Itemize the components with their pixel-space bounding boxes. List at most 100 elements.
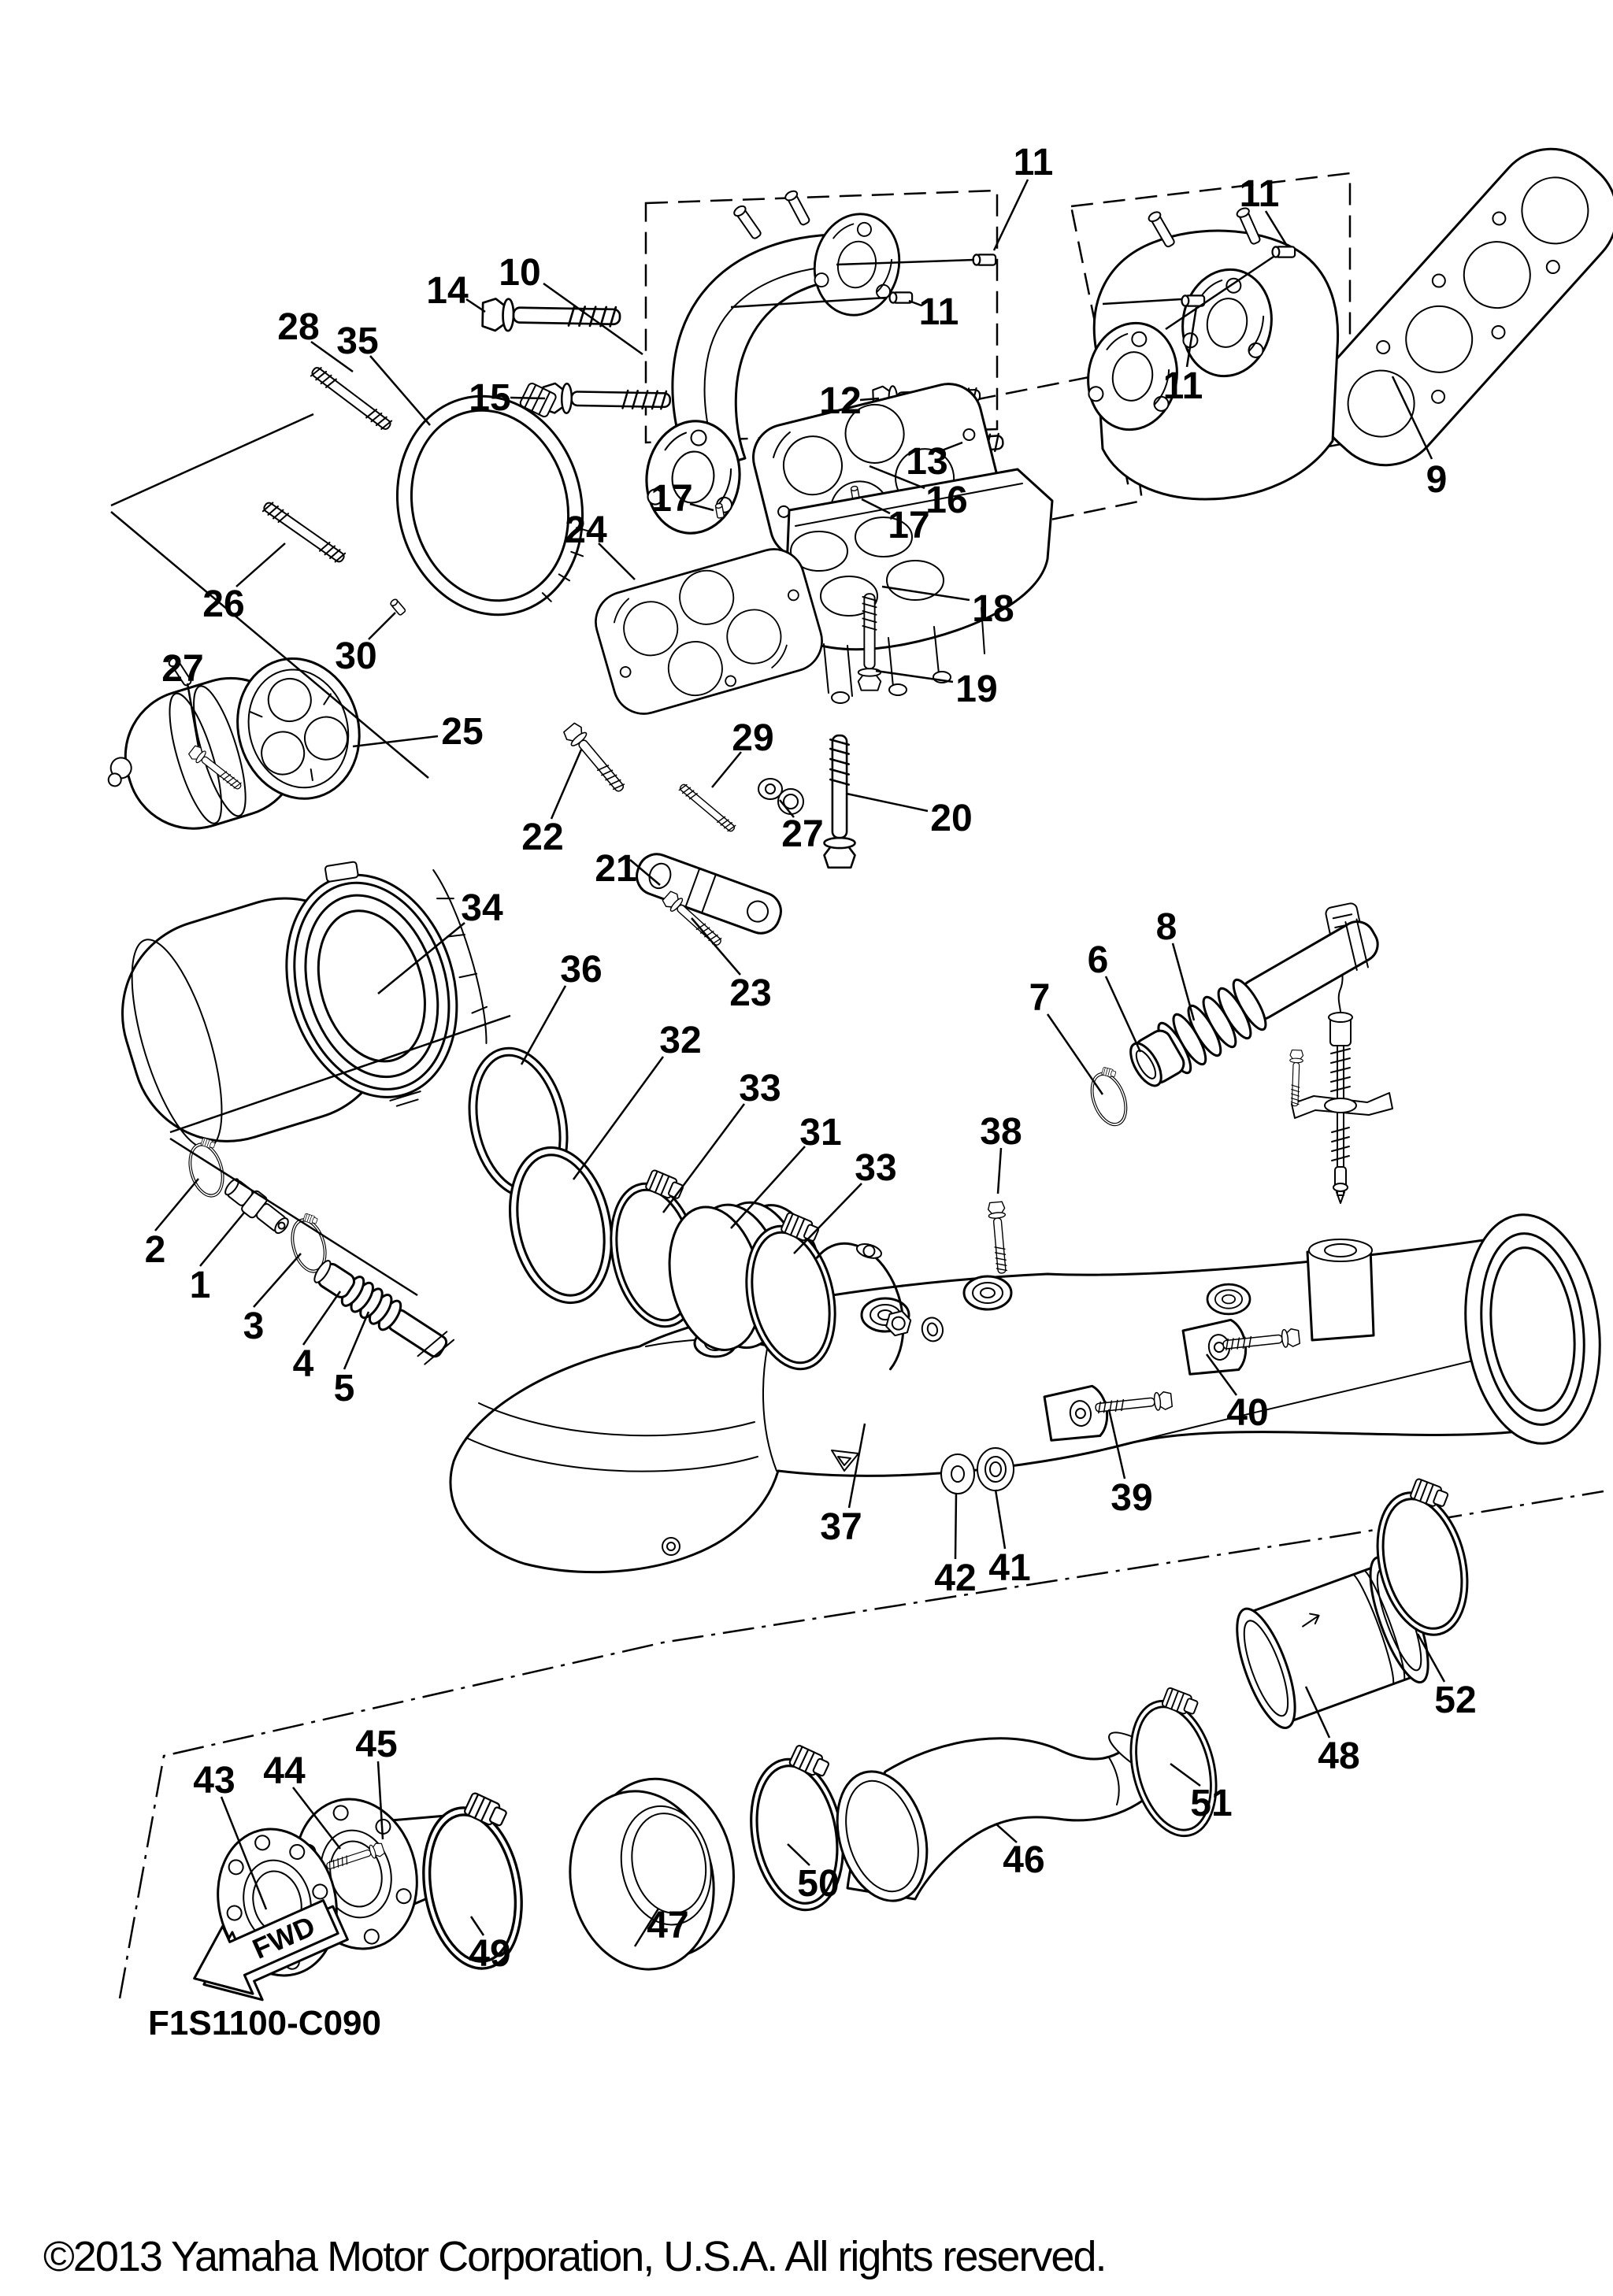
leader-line-41 [994, 1489, 1007, 1550]
leader-line-48 [1304, 1686, 1331, 1739]
leader-line-26 [235, 543, 286, 587]
leader-line-38 [996, 1147, 1003, 1194]
leader-line-10 [543, 282, 643, 356]
part-callout-9: 9 [1426, 459, 1448, 501]
part-exhaust-manifold-10 [638, 190, 910, 541]
leader-line-21 [629, 859, 661, 886]
part-callout-42: 42 [934, 1557, 976, 1599]
leader-line-17 [689, 502, 714, 512]
leader-line-45 [376, 1761, 384, 1840]
leader-line-31 [730, 1146, 806, 1229]
part-callout-40: 40 [1226, 1392, 1268, 1434]
part-bolt-38 [987, 1201, 1011, 1275]
part-callout-5: 5 [334, 1368, 355, 1409]
part-callout-30: 30 [335, 635, 376, 677]
part-seal-47 [569, 1777, 735, 1971]
leader-line-52 [1416, 1633, 1446, 1683]
pointer-line-6 [110, 413, 314, 507]
part-callout-17: 17 [651, 478, 692, 520]
leader-line-27 [779, 799, 795, 818]
leader-line-22 [550, 749, 583, 820]
part-callout-47: 47 [647, 1905, 688, 1946]
leader-line-3 [253, 1253, 302, 1308]
part-callout-49: 49 [469, 1933, 510, 1975]
part-manifold-body-18 [783, 468, 1054, 704]
part-callout-23: 23 [729, 972, 771, 1014]
leader-line-11 [1264, 210, 1289, 246]
part-breather-hose-6-7-8 [1082, 918, 1379, 1131]
leader-line-39 [1107, 1409, 1126, 1479]
part-callout-11: 11 [1014, 142, 1054, 183]
leader-line-11 [1185, 306, 1198, 368]
leader-line-32 [572, 1056, 665, 1180]
pointer-line-3 [1102, 298, 1182, 306]
part-pin-11a [972, 254, 997, 266]
part-callout-39: 39 [1111, 1477, 1152, 1519]
part-callout-26: 26 [202, 583, 244, 625]
part-callout-15: 15 [469, 377, 510, 419]
part-callout-3: 3 [243, 1305, 265, 1347]
leader-line-30 [368, 612, 396, 640]
part-right-manifold [1078, 207, 1340, 501]
pointer-line-7 [110, 511, 429, 779]
leader-line-51 [1170, 1762, 1201, 1787]
leader-line-36 [520, 985, 567, 1065]
part-callout-13: 13 [906, 441, 947, 483]
diagram-code: F1S1100-C090 [148, 2004, 381, 2042]
copyright-text: ©2013 Yamaha Motor Corporation, U.S.A. A… [43, 2233, 1106, 2280]
leader-line-13 [941, 441, 963, 452]
part-callout-29: 29 [732, 717, 773, 759]
leader-line-18 [881, 585, 970, 602]
leader-line-17 [861, 498, 891, 515]
dashdot-frame-line [118, 1490, 1604, 1999]
leader-line-20 [846, 792, 929, 813]
part-callout-10: 10 [499, 252, 540, 294]
part-callout-25: 25 [441, 711, 483, 753]
pointer-lines [110, 255, 1274, 1297]
part-muffler-25 [107, 656, 361, 830]
part-callout-51: 51 [1190, 1783, 1232, 1824]
part-callout-16: 16 [925, 480, 967, 521]
part-hose-group-1-5 [181, 1134, 455, 1365]
part-callout-2: 2 [145, 1229, 166, 1271]
part-wing-clamp [815, 1242, 944, 1371]
part-callout-44: 44 [263, 1750, 306, 1792]
part-callout-33: 33 [739, 1068, 781, 1109]
part-bolt-20 [823, 734, 856, 869]
leader-line-11 [992, 179, 1029, 251]
leader-line-8 [1171, 942, 1196, 1021]
leader-line-43 [220, 1796, 268, 1910]
leader-line-33 [793, 1183, 862, 1254]
part-callout-48: 48 [1318, 1735, 1359, 1777]
part-stud-26 [261, 499, 347, 565]
part-grommet-41 [977, 1447, 1014, 1491]
leader-line-24 [598, 543, 636, 580]
part-callout-11: 11 [1240, 173, 1280, 215]
part-temp-sensor-assembly [1288, 902, 1393, 1204]
leader-line-5 [343, 1311, 370, 1370]
leader-line-42 [954, 1492, 958, 1560]
part-callout-7: 7 [1029, 977, 1051, 1019]
leader-line-14 [465, 298, 486, 313]
part-callout-32: 32 [659, 1020, 701, 1061]
leader-line-6 [1104, 976, 1142, 1053]
part-bolt-22 [561, 720, 629, 797]
leader-line-44 [292, 1787, 341, 1850]
leader-line-11 [908, 299, 922, 307]
part-callout-28: 28 [277, 306, 319, 348]
part-bolt-14 [481, 297, 621, 335]
leader-line-28 [310, 340, 354, 373]
part-callout-38: 38 [980, 1111, 1022, 1153]
leader-line-1 [199, 1212, 245, 1267]
leader-line-35 [369, 355, 431, 426]
leader-line-49 [469, 1916, 485, 1936]
pointer-line-1 [1165, 255, 1274, 331]
part-callout-17: 17 [888, 505, 929, 546]
part-callout-1: 1 [190, 1265, 211, 1306]
part-callout-50: 50 [797, 1863, 839, 1905]
part-callout-34: 34 [461, 887, 503, 929]
part-bolt-15 [541, 382, 672, 417]
part-callout-45: 45 [355, 1724, 397, 1765]
sensor-boss [1306, 1239, 1375, 1342]
leader-line-7 [1046, 1013, 1104, 1095]
